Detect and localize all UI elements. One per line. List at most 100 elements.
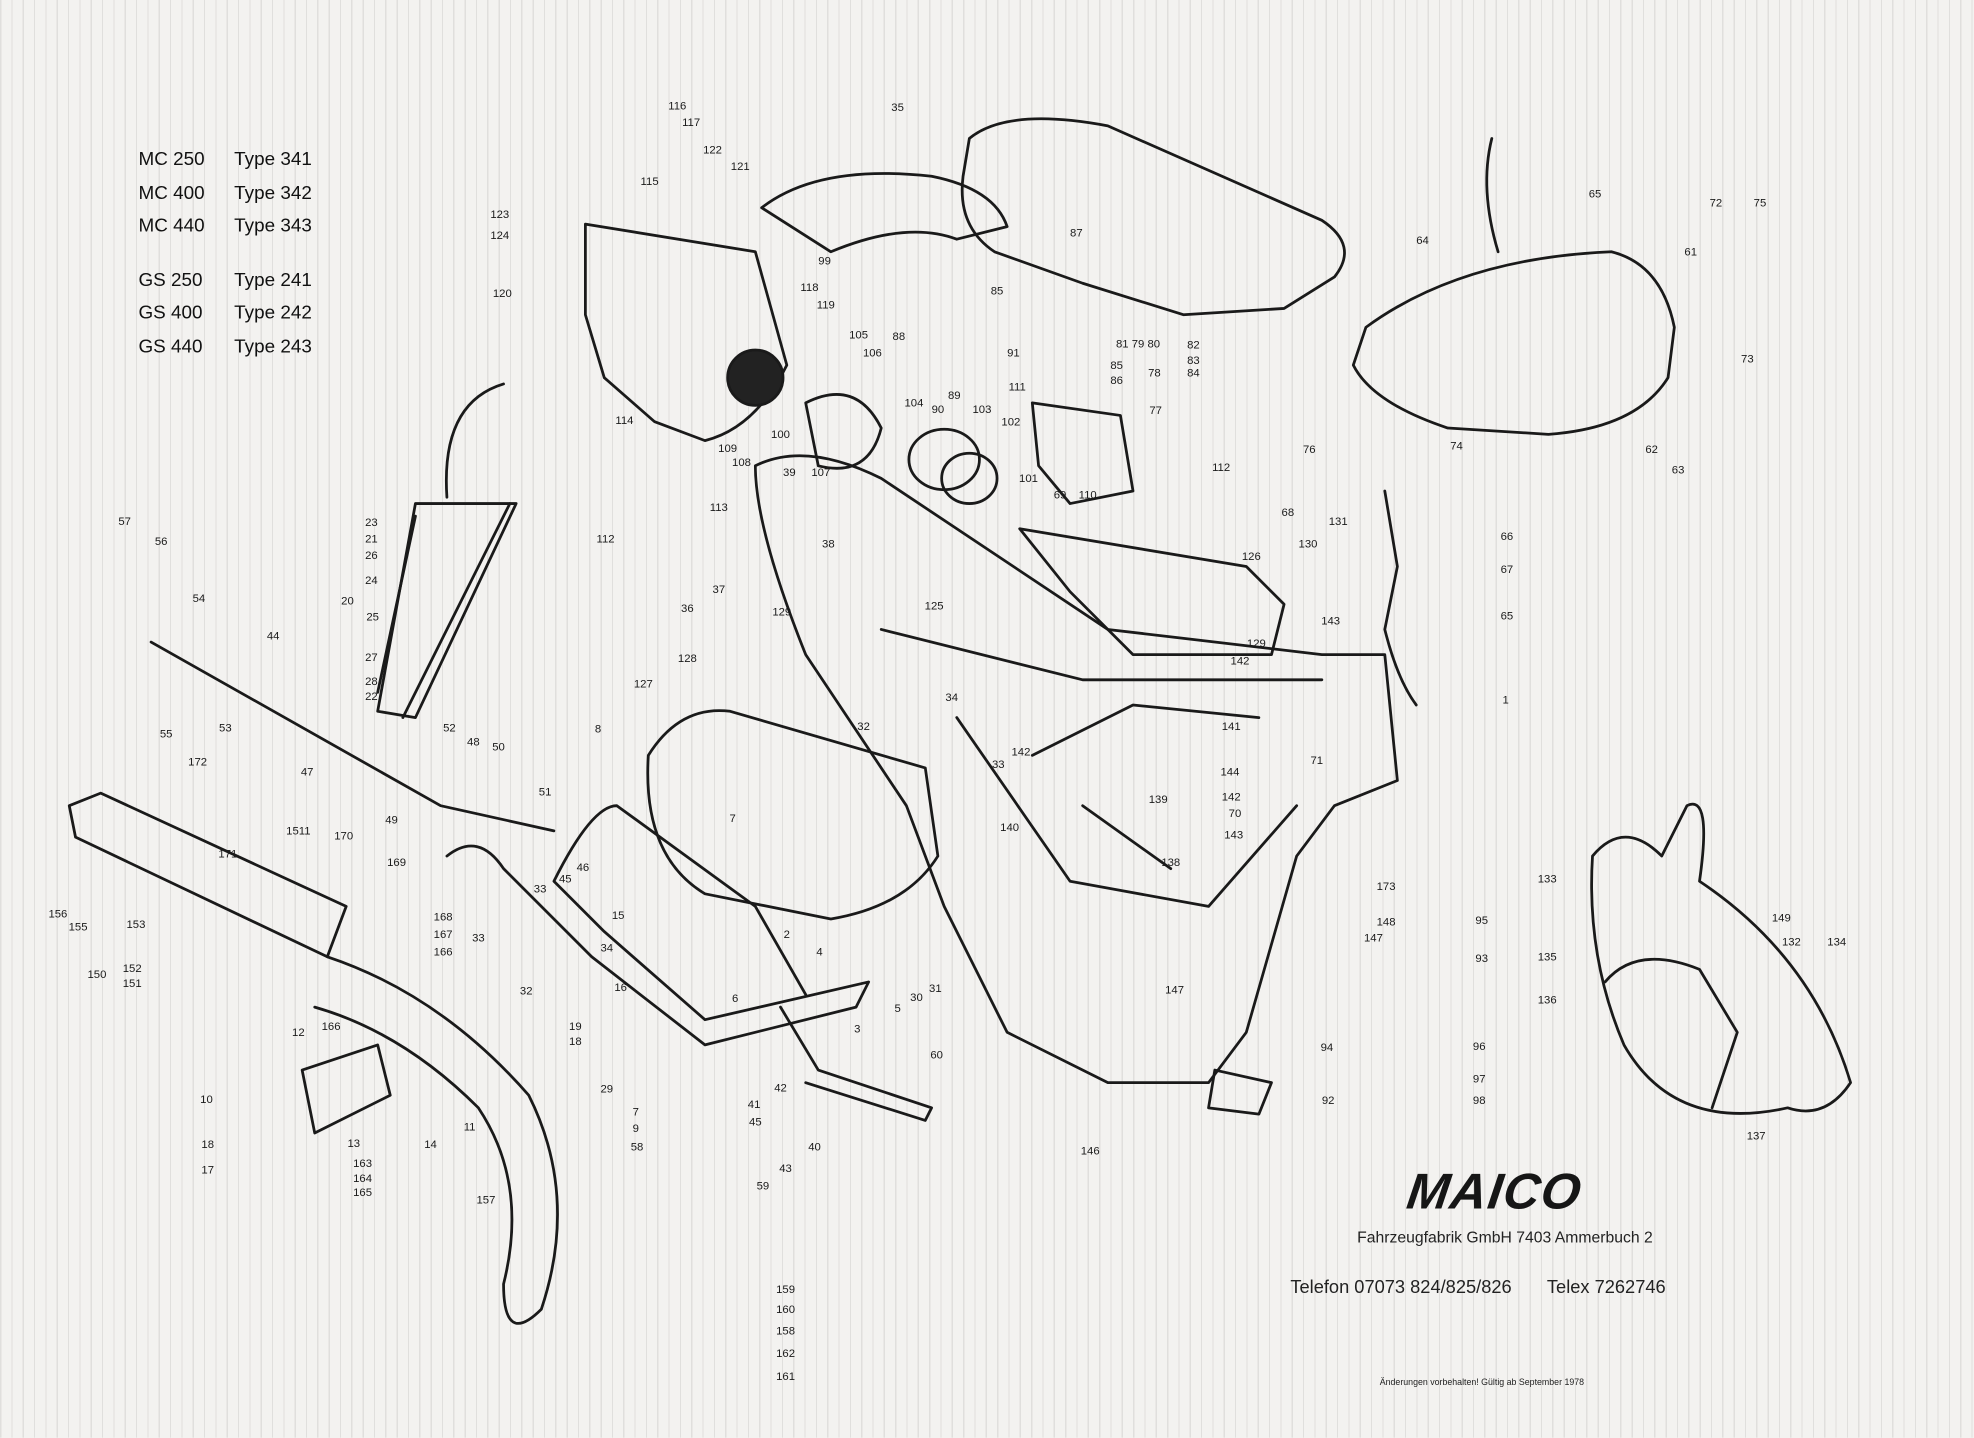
part-number-label: 142	[1221, 790, 1241, 804]
part-number-label: 34	[600, 941, 614, 955]
part-number-label: 75	[1753, 196, 1767, 209]
fuel-line	[1485, 137, 1500, 254]
part-number-label: 67	[1500, 562, 1514, 576]
spacer-ring	[940, 451, 999, 505]
fuel-tank	[1351, 250, 1676, 436]
part-number-label: 8	[594, 722, 602, 736]
spacer-ring	[907, 427, 981, 492]
part-number-label: 20	[341, 594, 354, 607]
part-number-label: 65	[1500, 609, 1514, 622]
part-number-label: 33	[533, 882, 547, 896]
kickstand	[779, 1005, 933, 1122]
rear-fender	[760, 172, 1009, 254]
part-number-label: 45	[749, 1115, 762, 1128]
part-number-label: 53	[219, 721, 232, 734]
part-number-label: 26	[365, 548, 378, 562]
part-number-label: 106	[862, 346, 882, 359]
model-type: Type 243	[234, 335, 312, 357]
part-number-label: 161	[776, 1369, 796, 1383]
model-name: MC 440	[138, 215, 205, 237]
part-number-label: 135	[1537, 950, 1557, 964]
part-number-label: 136	[1537, 993, 1557, 1006]
part-number-label: 90	[931, 402, 945, 416]
part-number-label: 62	[1645, 443, 1658, 456]
part-number-label: 35	[891, 100, 904, 114]
part-number-label: 5	[894, 1002, 901, 1015]
part-number-label: 147	[1165, 983, 1185, 996]
part-number-label: 9	[632, 1121, 639, 1135]
part-number-label: 63	[1671, 463, 1685, 476]
exhaust-silencer	[67, 791, 348, 959]
part-number-label: 70	[1228, 806, 1242, 820]
part-number-label: 72	[1709, 196, 1723, 209]
part-number-label: 126	[1241, 550, 1261, 563]
part-number-label: 101	[1019, 472, 1038, 485]
part-number-label: 91	[1007, 346, 1020, 359]
part-number-label: 97	[1472, 1072, 1486, 1086]
part-number-label: 41	[747, 1097, 761, 1111]
part-number-label: 49	[385, 813, 398, 826]
part-number-label: 98	[1472, 1093, 1486, 1107]
part-number-label: 32	[857, 720, 870, 733]
part-number-label: 92	[1321, 1093, 1335, 1107]
part-number-label: 143	[1224, 828, 1244, 841]
part-number-label: 38	[822, 537, 835, 551]
part-number-label: 93	[1475, 951, 1489, 965]
part-number-label: 143	[1321, 614, 1341, 627]
air-box-decal	[726, 348, 785, 407]
part-number-label: 47	[300, 765, 314, 779]
part-number-label: 116	[668, 99, 687, 113]
part-number-label: 103	[972, 402, 992, 416]
model-type: Type 342	[234, 181, 312, 204]
part-number-label: 85	[990, 284, 1004, 298]
part-number-label: 165	[353, 1185, 373, 1199]
part-number-label: 109	[718, 441, 738, 455]
part-number-label: 17	[201, 1163, 215, 1176]
part-number-label: 112	[596, 532, 615, 546]
side-panel	[1018, 527, 1286, 657]
part-number-label: 150	[87, 968, 107, 981]
part-number-label: 60	[930, 1048, 943, 1062]
part-number-label: 14	[424, 1138, 437, 1151]
part-number-label: 18	[201, 1138, 215, 1151]
part-number-label: 50	[492, 740, 505, 753]
part-number-label: 158	[776, 1324, 796, 1337]
part-number-label: 173	[1376, 879, 1396, 893]
part-number-label: 54	[192, 591, 206, 605]
part-number-label: 138	[1161, 856, 1181, 869]
model-name: MC 250	[138, 148, 205, 170]
part-number-label: 139	[1148, 793, 1168, 806]
part-number-label: 105	[849, 328, 869, 342]
part-number-label: 1511	[286, 824, 311, 838]
part-number-label: 149	[1771, 911, 1791, 925]
part-number-label: 31	[929, 981, 942, 995]
part-number-label: 151	[122, 976, 142, 990]
part-number-label: 110	[1078, 488, 1097, 502]
company-address: Fahrzeugfabrik GmbH 7403 Ammerbuch 2	[1357, 1228, 1653, 1247]
part-number-label: 153	[126, 917, 146, 931]
part-number-label: 166	[433, 945, 453, 959]
part-number-label: 59	[756, 1179, 770, 1193]
part-number-label: 18	[569, 1034, 582, 1048]
swing-arm	[445, 804, 871, 1047]
part-number-label: 129	[772, 605, 792, 619]
part-number-label: 58	[630, 1140, 644, 1154]
part-number-label: 164	[353, 1172, 373, 1185]
part-number-label: 172	[188, 755, 208, 768]
part-number-label: 57	[118, 514, 131, 528]
part-number-label: 114	[615, 414, 634, 427]
part-number-label: 33	[992, 757, 1005, 771]
part-number-label: 147	[1363, 931, 1383, 945]
part-number-label: 95	[1475, 913, 1489, 927]
part-number-label: 156	[48, 907, 68, 921]
part-number-label: 83	[1187, 353, 1200, 367]
part-number-label: 42	[774, 1081, 787, 1094]
